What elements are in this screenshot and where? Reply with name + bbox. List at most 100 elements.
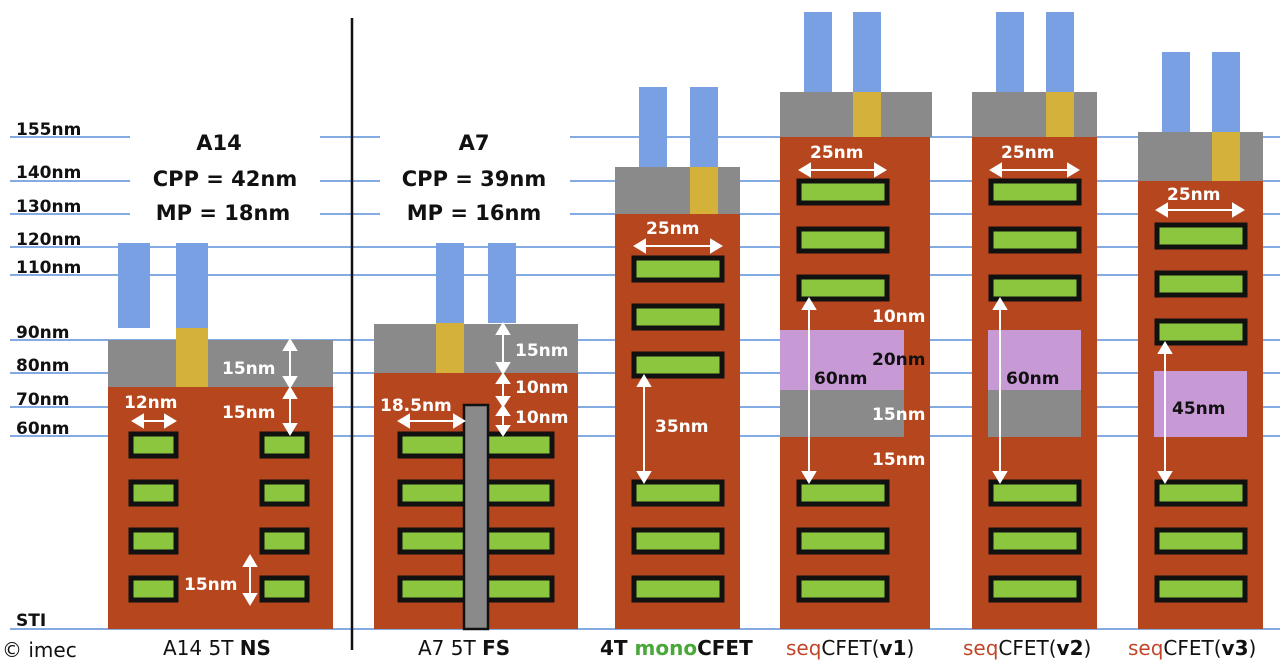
mono-contact-left (639, 87, 667, 167)
a7-contact-left (436, 243, 464, 323)
mono-sheets (631, 255, 725, 603)
dim-v1-sep: 60nm (814, 369, 867, 389)
nanosheet (1154, 222, 1248, 250)
arrowhead (1157, 471, 1173, 484)
dim-a7-mid1: 10nm (515, 378, 568, 398)
v3-gold-via (1212, 132, 1240, 181)
v2-contact-left (996, 12, 1024, 92)
nanosheet (631, 575, 725, 603)
a14-title-plate (130, 125, 320, 237)
v3-gray-cap (1138, 132, 1263, 181)
a7-contact-right (488, 243, 516, 323)
a7-name: A7 (459, 131, 490, 155)
seq-cfet-v1-device (780, 12, 932, 629)
nanosheet (128, 479, 179, 507)
node-titles: A14 CPP = 42nm MP = 18nm A7 CPP = 39nm M… (153, 131, 546, 225)
dim-v3-sep: 45nm (1172, 399, 1225, 419)
dim-v2-width: 25nm (1001, 143, 1054, 163)
arrowhead (164, 413, 177, 429)
nanosheet (259, 431, 310, 459)
label-a7-plain: A7 5T (418, 636, 482, 660)
nanosheet (988, 274, 1082, 302)
arrowhead (1157, 341, 1173, 354)
nanosheet (1154, 318, 1248, 346)
nanosheet (988, 527, 1082, 555)
seq-cfet-v2-device (972, 12, 1097, 629)
a7-dielectric-wall (462, 403, 490, 631)
v1-gray-layer (780, 390, 904, 437)
arrowhead (992, 297, 1008, 310)
arrowhead (1155, 202, 1168, 218)
level-label: 140nm (16, 163, 81, 183)
v2-sheets (988, 178, 1082, 603)
dim-v1-d: 15nm (872, 450, 925, 470)
nanosheet (796, 274, 890, 302)
level-label: 110nm (16, 258, 81, 278)
a7-title-plate (380, 125, 570, 237)
dim-a14-top: 15nm (222, 359, 275, 379)
nanosheet (259, 575, 310, 603)
nanosheet (259, 527, 310, 555)
v2-contact-right (1046, 12, 1074, 92)
a14-gold-via (176, 328, 208, 387)
arrowhead (131, 413, 144, 429)
dim-v1-a: 10nm (872, 307, 925, 327)
nanosheet (128, 527, 179, 555)
arrowhead (801, 471, 817, 484)
mono-gold-via (690, 167, 718, 214)
arrowhead (495, 322, 511, 335)
arrowhead (282, 376, 298, 389)
mono-contact-right (690, 87, 718, 167)
dim-v3-width: 25nm (1167, 185, 1220, 205)
arrowhead (242, 593, 258, 606)
a14-gray-cap (108, 340, 333, 387)
arrowhead (397, 413, 410, 429)
a14-name: A14 (196, 131, 241, 155)
arrowhead (989, 162, 1002, 178)
nanosheet (796, 575, 890, 603)
v1-gold-via (853, 92, 881, 137)
level-label: 70nm (16, 390, 69, 410)
label-v1-close: ) (907, 636, 915, 660)
label-v3-close: ) (1249, 636, 1257, 660)
arrowhead (636, 374, 652, 387)
dim-v1-b: 20nm (872, 350, 925, 370)
label-v1-ver: v1 (880, 636, 907, 660)
nanosheet (128, 431, 179, 459)
label-a14-ns: A14 5T NS (163, 636, 271, 660)
arrowhead (633, 238, 646, 254)
label-v1-seq: seq (786, 636, 821, 660)
nanosheet (988, 479, 1082, 507)
a7-mp: MP = 16nm (407, 201, 542, 225)
dim-mono-width: 25nm (646, 219, 699, 239)
dim-a14-width: 12nm (124, 393, 177, 413)
label-a14-bold: NS (240, 636, 271, 660)
dim-v1-c: 15nm (872, 405, 925, 425)
level-label: 155nm (16, 120, 81, 140)
nanosheet (631, 479, 725, 507)
label-v2-ver: v2 (1057, 636, 1084, 660)
dim-mono-sep: 35nm (655, 417, 708, 437)
label-mono-part2: mono (635, 636, 698, 660)
arrowhead (282, 423, 298, 436)
v3-contact-left (1162, 52, 1190, 132)
a14-contact-right (176, 243, 208, 328)
label-v3-ver: v3 (1222, 636, 1249, 660)
dim-a14-mid: 15nm (222, 403, 275, 423)
arrowhead (1067, 162, 1080, 178)
a14-mp: MP = 18nm (156, 201, 291, 225)
nanosheet (796, 479, 890, 507)
dim-a7-width: 18.5nm (380, 396, 452, 416)
v1-sheets (796, 178, 890, 603)
arrowhead (453, 413, 466, 429)
level-labels: 155nm 140nm 130nm 120nm 110nm 90nm 80nm … (16, 120, 81, 631)
a14-contact-left (118, 243, 150, 328)
label-seq-v3: seqCFET(v3) (1128, 636, 1256, 660)
arrowhead (992, 471, 1008, 484)
mono-cfet-device (615, 87, 740, 629)
v3-contact-right (1212, 52, 1240, 132)
a14-sheets-left (128, 431, 179, 603)
level-label: STI (16, 611, 46, 631)
label-v3-seq: seq (1128, 636, 1163, 660)
